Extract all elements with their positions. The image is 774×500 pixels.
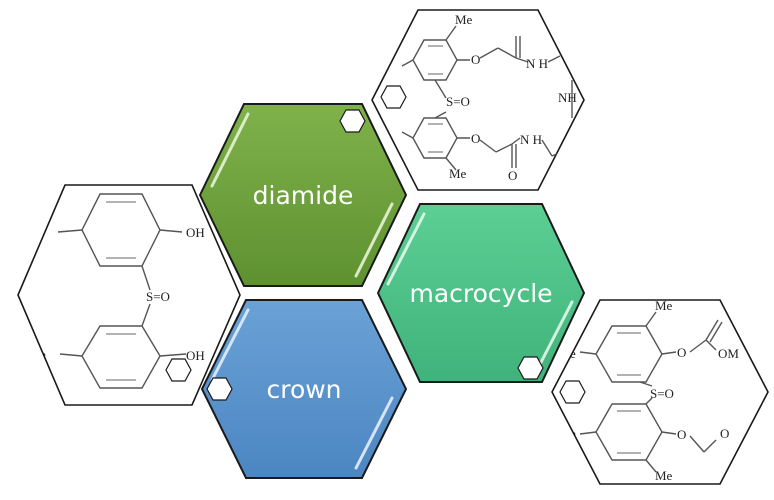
crown-hexagon[interactable]: crown: [200, 299, 408, 479]
structure-hexagon-right: Me O OM e S=O O O e Me: [551, 298, 769, 485]
sulfoxide-label-right: S=O: [650, 386, 674, 401]
methyl-fragment-right-1: e: [570, 346, 576, 361]
small-hexagon-icon: [206, 377, 233, 401]
methyl-label-top: Me: [455, 12, 473, 27]
oxygen-label-bottom: O: [471, 131, 480, 146]
sulfoxide-label-left: S=O: [146, 289, 170, 304]
chem-structure-top: Me O N H NH S=O O N H Me O: [401, 12, 577, 183]
chem-structure-right: Me O OM e S=O O O e Me: [570, 298, 739, 483]
macrocycle-hexagon[interactable]: macrocycle: [376, 203, 586, 383]
small-hexagon-icon: [517, 356, 544, 380]
carbonyl-oxygen-label: O: [508, 168, 517, 183]
crown-label: crown: [266, 375, 341, 404]
sulfoxide-label-top: S=O: [446, 94, 470, 109]
macrocycle-label: macrocycle: [409, 279, 552, 308]
structure-hexagon-left: e OH S=O e OH: [17, 184, 241, 406]
diamide-hexagon[interactable]: diamide: [198, 103, 408, 287]
small-hexagon-icon: [165, 358, 192, 382]
amide-nh-label-top: N H: [526, 56, 548, 71]
oxygen-label-right-top: O: [677, 345, 686, 360]
oxygen-fragment-right: O: [720, 426, 729, 441]
oxygen-label-top: O: [471, 52, 480, 67]
methyl-label-right-top: Me: [655, 298, 673, 313]
hydroxyl-label-bottom: OH: [186, 348, 205, 363]
small-hexagon-icon: [380, 85, 407, 109]
ester-label-right: OM: [718, 346, 739, 361]
structure-hexagon-top: Me O N H NH S=O O N H Me O: [371, 9, 585, 191]
methyl-label-right-bottom: Me: [655, 468, 673, 483]
oxygen-label-right-bottom: O: [677, 427, 686, 442]
amide-nh-label-bottom: N H: [520, 132, 542, 147]
amide-nh-label-mid: NH: [558, 90, 577, 105]
methyl-label-bottom: Me: [449, 166, 467, 181]
small-hexagon-icon: [339, 109, 366, 133]
methyl-fragment-left-1: e: [36, 225, 42, 240]
diamide-label: diamide: [253, 181, 354, 210]
small-hexagon-icon: [559, 380, 586, 404]
hydroxyl-label-top: OH: [186, 225, 205, 240]
